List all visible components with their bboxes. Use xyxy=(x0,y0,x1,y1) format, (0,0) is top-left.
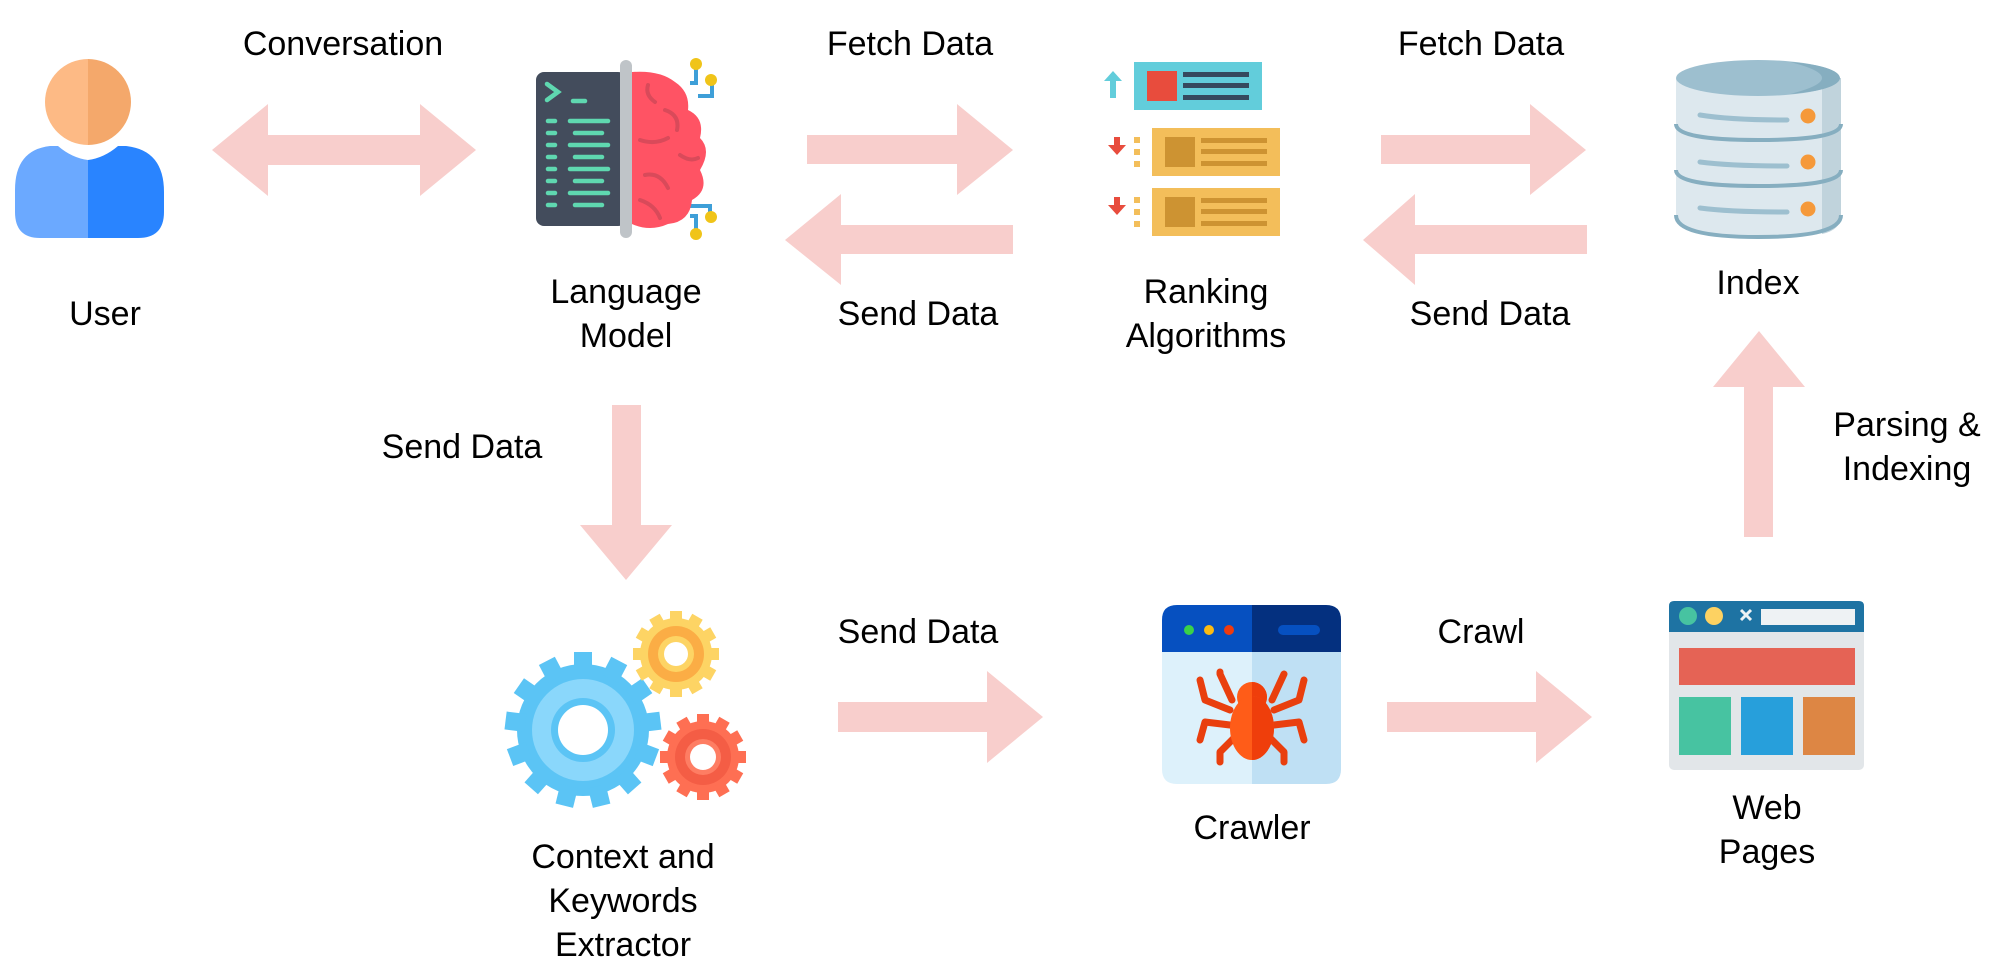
node-label-extractor: Context and Keywords Extractor xyxy=(531,838,715,964)
arrow-webpages-to-index xyxy=(1713,331,1805,537)
arrow-conversation xyxy=(212,104,476,196)
node-label-language-model: Language Model xyxy=(550,273,702,355)
edge-label-ranking-send: Send Data xyxy=(837,295,999,333)
database-icon xyxy=(1674,60,1843,240)
node-label-ranking: Ranking Algorithms xyxy=(1125,273,1287,355)
arrow-ranking-to-index-fetch xyxy=(1381,104,1586,195)
user-icon xyxy=(15,59,164,238)
node-label-index: Index xyxy=(1716,264,1800,302)
edge-label-crawler-send: Send Data xyxy=(837,613,999,651)
arrow-lm-to-ranking-fetch xyxy=(807,104,1013,195)
edge-label-index-send: Send Data xyxy=(1409,295,1571,333)
spider-browser-icon xyxy=(1162,605,1341,784)
edge-label-conversation: Conversation xyxy=(242,25,444,63)
arrow-extractor-to-crawler xyxy=(838,671,1043,763)
arrow-lm-to-extractor xyxy=(580,405,672,580)
gears-icon xyxy=(504,611,746,808)
brain-terminal-icon xyxy=(536,58,717,240)
arrow-ranking-to-lm-send xyxy=(785,194,1013,285)
edge-label-lm-fetch: Fetch Data xyxy=(826,25,994,63)
node-label-crawler: Crawler xyxy=(1193,809,1311,847)
edge-label-crawl: Crawl xyxy=(1437,613,1525,651)
node-label-user: User xyxy=(69,295,141,333)
edge-label-parsing-indexing: Parsing & Indexing xyxy=(1833,406,1981,488)
web-page-icon xyxy=(1669,601,1864,770)
edge-label-extractor-send: Send Data xyxy=(381,428,543,466)
arrow-index-to-ranking-send xyxy=(1363,194,1587,285)
node-label-web-pages: Web Pages xyxy=(1718,789,1816,871)
edge-label-index-fetch: Fetch Data xyxy=(1397,25,1565,63)
arrow-crawler-to-webpages xyxy=(1387,671,1592,763)
ranking-list-icon xyxy=(1104,62,1280,236)
